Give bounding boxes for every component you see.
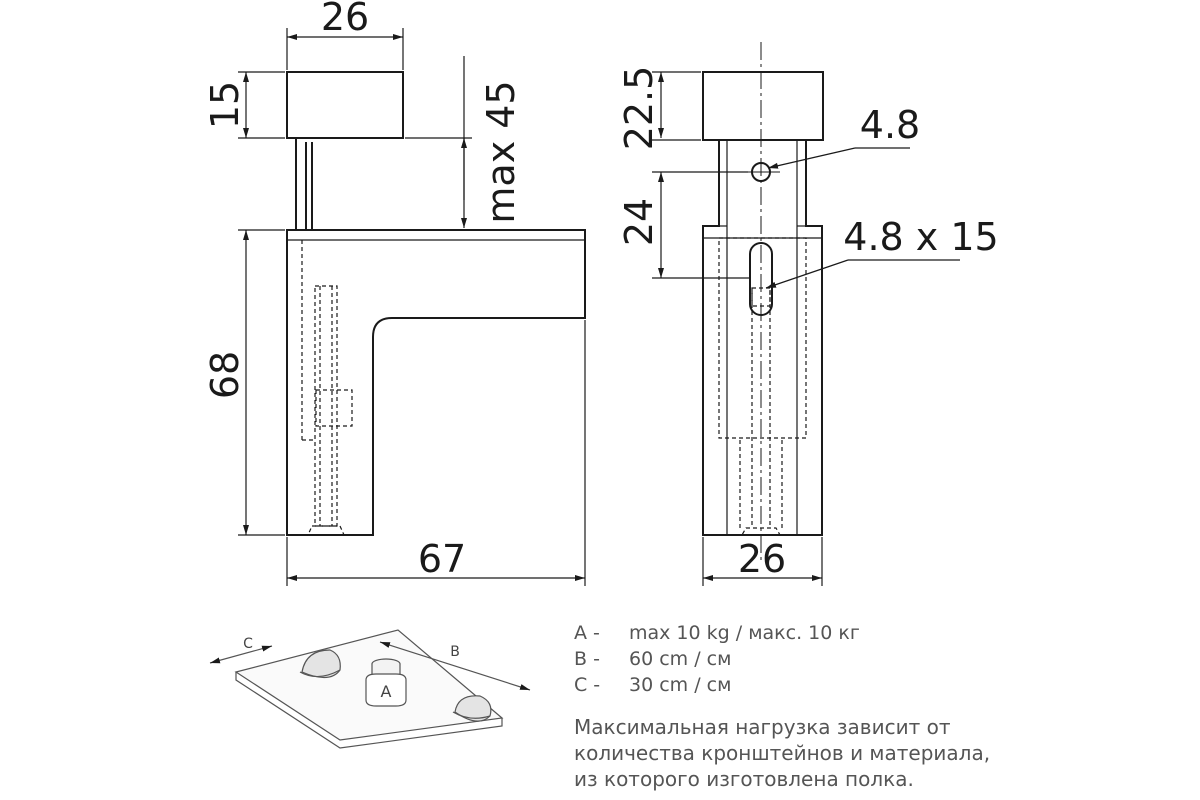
dim-front-width: 26 [738,537,786,581]
weight-a [365,658,407,707]
legend-key: C - [574,674,601,696]
dim-side-width-top: 26 [321,0,369,39]
dim-side-length: 67 [418,537,466,581]
dim-front-slot: 4.8 x 15 [843,215,998,259]
front-top-block [702,71,824,141]
shelf-label-c: C [243,636,253,652]
legend-row: B - 60 cm / см [574,646,860,672]
dim-side-height: 68 [203,351,247,399]
dim-side-height-top: 15 [203,81,247,129]
load-legend: A - max 10 kg / макс. 10 кг B - 60 cm / см… [574,620,860,698]
dim-side-gap: max 45 [479,80,523,223]
bracket-right [452,695,492,722]
front-body [702,140,823,536]
shelf-label-a: A [381,682,392,701]
note-line: количества кронштейнов и материала, [574,741,991,765]
legend-row: A - max 10 kg / макс. 10 кг [574,620,860,646]
side-view [238,28,586,586]
note-line: из которого изготовлена полка. [574,767,914,791]
legend-key: A - [574,622,600,644]
legend-text: 30 cm / см [629,674,732,696]
side-top-block [286,71,404,139]
legend-row: C - 30 cm / см [574,672,860,698]
legend-key: B - [574,648,600,670]
dim-front-top: 22.5 [617,66,661,151]
note-line: Максимальная нагрузка зависит от [574,715,951,739]
shelf-diagram [209,629,531,749]
dim-front-spacing: 24 [617,198,661,246]
side-l-body [286,229,586,536]
dim-front-hole: 4.8 [860,103,920,147]
legend-text: 60 cm / см [629,648,732,670]
load-note: Максимальная нагрузка зависит от количес… [574,714,1174,792]
legend-text: max 10 kg / макс. 10 кг [629,622,860,644]
front-view [652,42,960,586]
shelf-label-b: B [450,644,460,660]
bracket-left [299,649,341,679]
